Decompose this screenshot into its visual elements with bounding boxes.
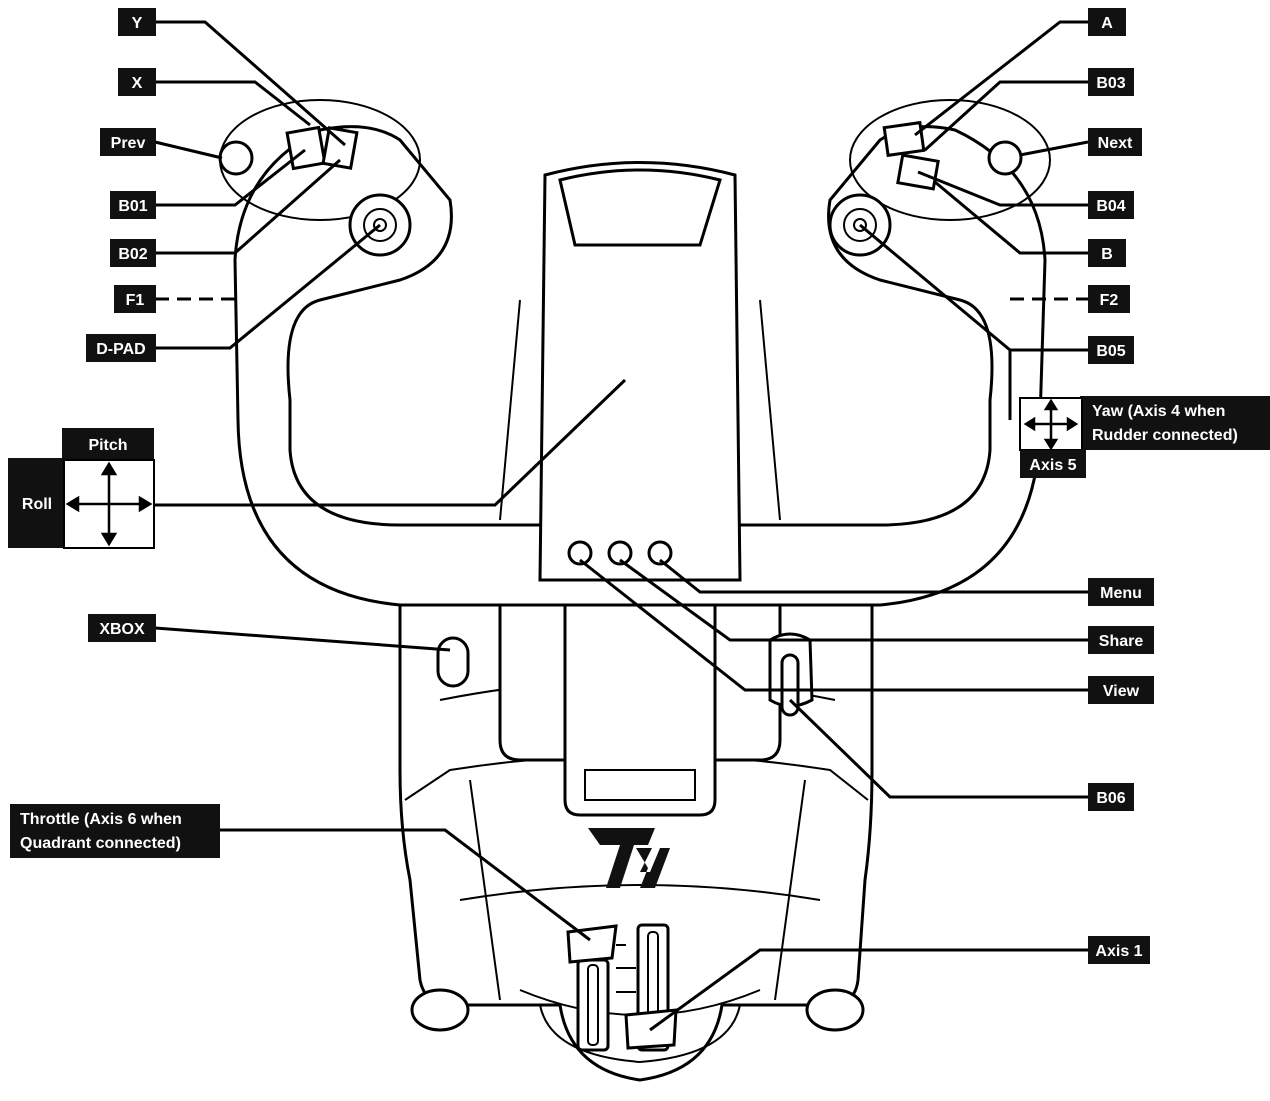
label-prev: Prev	[100, 128, 156, 156]
label-yaw-line2: Rudder connected)	[1092, 427, 1238, 444]
label-view-text: View	[1103, 683, 1140, 700]
label-b: B	[1088, 239, 1126, 267]
left-labels: Y X Prev B01 B02 F1 D-PAD XBOX	[8, 8, 220, 858]
y-button-shape	[321, 126, 359, 170]
label-b06: B06	[1088, 783, 1134, 811]
label-dpad: D-PAD	[86, 334, 156, 362]
menu-button-shape	[647, 540, 673, 566]
label-x-text: X	[132, 75, 143, 92]
next-button-shape	[987, 140, 1023, 176]
label-b06-text: B06	[1096, 790, 1125, 807]
center-shaft	[538, 161, 742, 582]
yaw-arrow-icon	[1023, 398, 1079, 451]
label-y: Y	[118, 8, 156, 36]
label-f1-text: F1	[126, 292, 145, 309]
label-axis1: Axis 1	[1088, 936, 1150, 964]
label-b04: B04	[1088, 191, 1134, 219]
share-button-shape	[607, 540, 633, 566]
right-labels: A B03 Next B04 B F2 B05 Yaw (Axis	[1019, 8, 1270, 964]
label-a-text: A	[1101, 15, 1113, 32]
label-menu: Menu	[1088, 578, 1154, 606]
right-foot	[805, 988, 865, 1032]
label-f1: F1	[114, 285, 156, 313]
label-xbox-text: XBOX	[99, 621, 145, 638]
label-menu-text: Menu	[1100, 585, 1142, 602]
label-next-text: Next	[1098, 135, 1133, 152]
label-a: A	[1088, 8, 1126, 36]
label-throttle: Throttle (Axis 6 when Quadrant connected…	[10, 804, 220, 858]
prev-button-shape	[218, 140, 254, 176]
label-throttle-line1: Throttle (Axis 6 when	[20, 811, 182, 828]
label-view: View	[1088, 676, 1154, 704]
label-y-text: Y	[132, 15, 143, 32]
label-share-text: Share	[1099, 633, 1144, 650]
throttle-track	[576, 958, 610, 1052]
view-button-shape	[567, 540, 593, 566]
label-share: Share	[1088, 626, 1154, 654]
label-roll-text: Roll	[22, 496, 52, 513]
yoke-device	[218, 99, 1051, 1082]
label-dpad-text: D-PAD	[96, 341, 145, 358]
label-b03-text: B03	[1096, 75, 1125, 92]
yaw-axis5-box: Yaw (Axis 4 when Rudder connected) Axis …	[1019, 396, 1270, 478]
label-xbox: XBOX	[88, 614, 156, 642]
label-b01: B01	[110, 191, 156, 219]
label-yaw-line1: Yaw (Axis 4 when	[1092, 403, 1225, 420]
label-f2-text: F2	[1100, 292, 1119, 309]
label-b04-text: B04	[1096, 198, 1125, 215]
left-foot	[410, 988, 470, 1032]
label-b03: B03	[1088, 68, 1134, 96]
label-next: Next	[1088, 128, 1142, 156]
label-prev-text: Prev	[111, 135, 146, 152]
label-b05-text: B05	[1096, 343, 1125, 360]
xbox-button-shape	[436, 636, 470, 688]
label-b01-text: B01	[118, 198, 147, 215]
pitch-roll-box: Pitch Roll	[8, 428, 155, 549]
label-axis1-text: Axis 1	[1095, 943, 1142, 960]
label-b05: B05	[1088, 336, 1134, 364]
label-b02-text: B02	[118, 246, 147, 263]
label-b-text: B	[1101, 246, 1113, 263]
label-axis5-text: Axis 5	[1029, 457, 1076, 474]
thrustmaster-logo-icon	[588, 828, 670, 888]
x-button-shape	[285, 125, 327, 171]
a-button-shape	[882, 120, 926, 158]
four-way-arrow-icon	[65, 461, 153, 547]
label-x: X	[118, 68, 156, 96]
label-b02: B02	[110, 239, 156, 267]
leader-lines	[154, 20, 1089, 1032]
throttle-slider-shape	[566, 924, 618, 964]
label-throttle-line2: Quadrant connected)	[20, 835, 181, 852]
label-f2: F2	[1088, 285, 1130, 313]
label-pitch-text: Pitch	[88, 437, 127, 454]
